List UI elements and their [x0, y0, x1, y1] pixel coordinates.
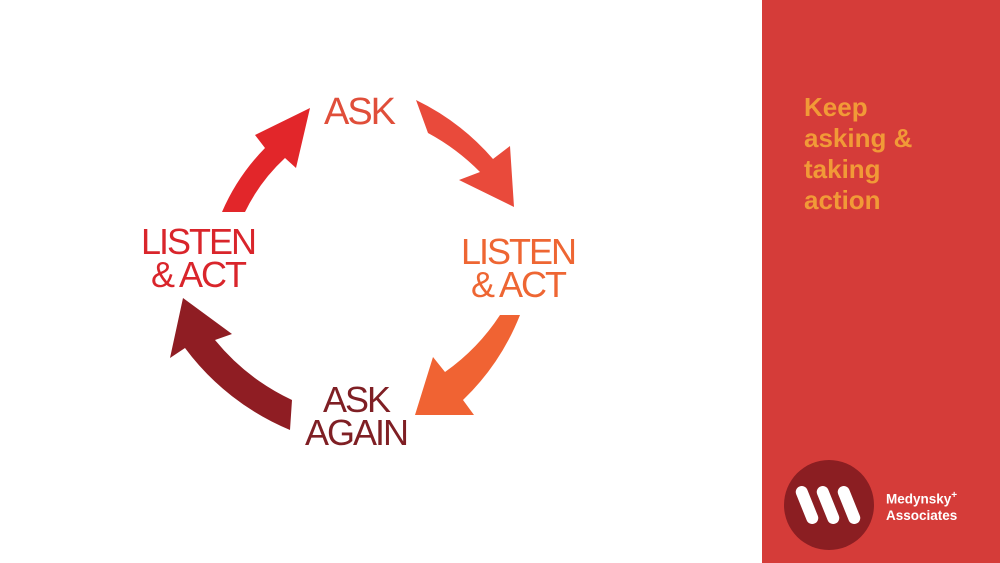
company-name: Medynsky+ Associates: [886, 488, 957, 524]
arrow-shape: [170, 298, 292, 430]
node-label-line: LISTEN: [141, 221, 255, 262]
node-label-line: ASK: [324, 91, 396, 133]
tagline-line: taking: [804, 154, 881, 184]
arrow-listen-to-ask-again: [415, 315, 520, 415]
company-name-line1: Medynsky+: [886, 488, 957, 508]
tagline-line: asking &: [804, 123, 913, 153]
node-ask-label: ASK: [324, 91, 396, 133]
arrow-ask-again-to-listen: [170, 298, 292, 430]
arrow-listen-to-ask: [193, 108, 310, 212]
node-label-line: ASK: [323, 379, 391, 420]
company-name-line2: Associates: [886, 507, 958, 523]
node-listen-act-left-label: LISTEN& ACT: [141, 221, 255, 295]
arrow-shape: [415, 315, 520, 415]
company-name-plus: +: [951, 490, 958, 501]
side-panel: Keep asking & taking action Medynsky+ As…: [762, 0, 1000, 563]
tagline: Keep asking & taking action: [804, 92, 984, 216]
company-name-text: Medynsky: [886, 491, 952, 507]
arrow-ask-to-listen: [416, 100, 514, 207]
node-label-line: LISTEN: [461, 231, 575, 272]
tagline-line: action: [804, 185, 881, 215]
arrow-shape: [416, 100, 514, 207]
arrow-shape: [193, 108, 310, 212]
node-listen-act-right-label: LISTEN& ACT: [461, 231, 575, 305]
node-label-line: & ACT: [151, 254, 247, 295]
tagline-line: Keep: [804, 92, 868, 122]
company-logo-icon: [784, 460, 874, 550]
node-label-line: & ACT: [471, 264, 567, 305]
node-label-line: AGAIN: [305, 412, 407, 453]
